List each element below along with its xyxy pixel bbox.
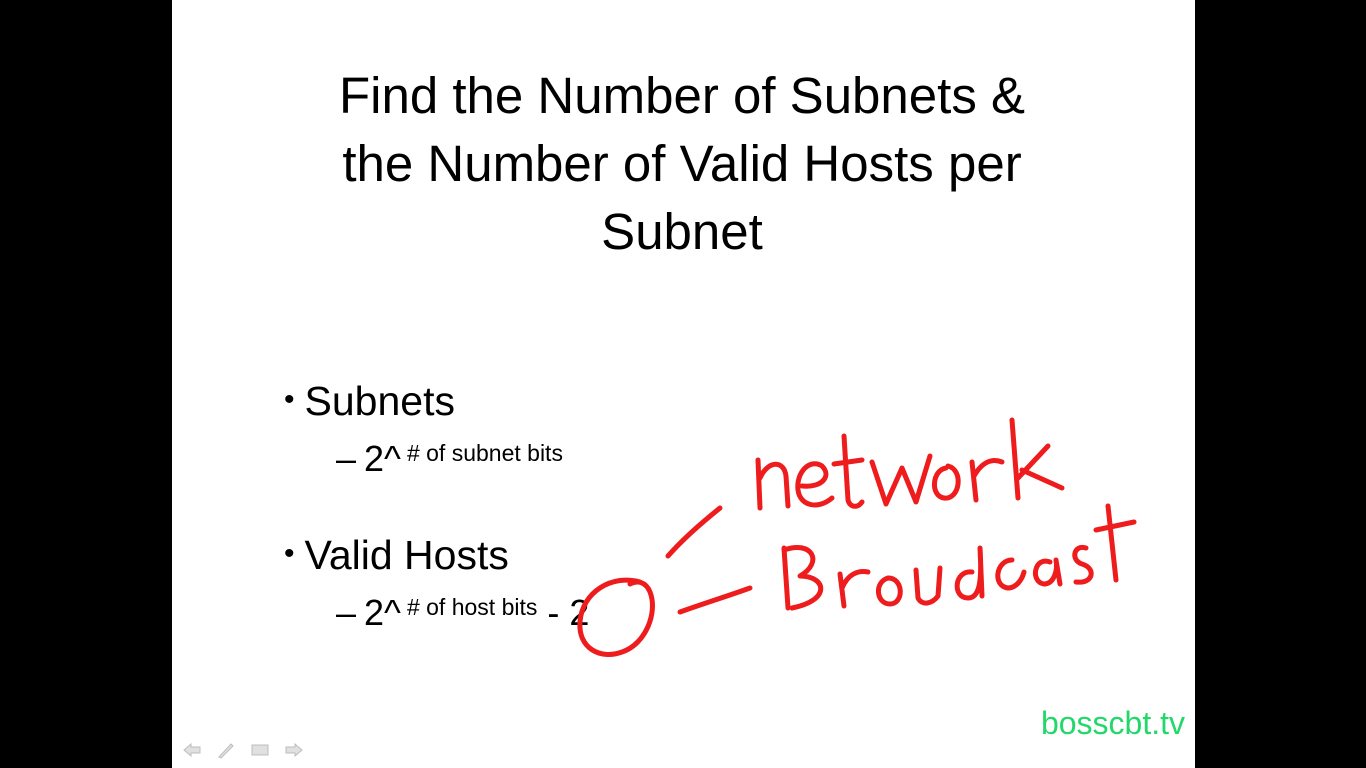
bullet-valid-hosts: • Valid Hosts — [284, 532, 509, 579]
bullet-subnets: • Subnets — [284, 378, 455, 425]
formula-minus-two: - 2 — [547, 592, 590, 633]
bullet-label: Subnets — [304, 378, 455, 424]
formula-exponent: # of host bits — [406, 594, 538, 620]
pen-icon[interactable] — [216, 740, 236, 760]
slide-nav-controls — [182, 740, 304, 760]
title-line: the Number of Valid Hosts per — [342, 135, 1022, 192]
subnets-formula: –2^# of subnet bits — [336, 438, 563, 480]
bullet-label: Valid Hosts — [304, 532, 509, 578]
presentation-slide: Find the Number of Subnets & the Number … — [172, 0, 1195, 768]
bullet-dot: • — [284, 383, 295, 416]
previous-icon[interactable] — [182, 740, 202, 760]
ink-word-broadcast — [781, 503, 1137, 611]
leader-line-broadcast — [677, 585, 753, 615]
formula-base: 2^ — [364, 592, 401, 633]
ink-strokes — [577, 417, 1137, 657]
slide-title: Find the Number of Subnets & the Number … — [232, 62, 1132, 266]
ink-word-network — [755, 417, 1065, 511]
title-line: Subnet — [601, 203, 763, 260]
title-line: Find the Number of Subnets & — [338, 67, 1026, 124]
sub-bullet-dash: – — [336, 438, 357, 479]
bullet-dot: • — [284, 537, 295, 570]
circle-around-minus-two — [577, 577, 655, 657]
formula-exponent: # of subnet bits — [406, 440, 563, 466]
hosts-formula: –2^# of host bits - 2 — [336, 592, 589, 634]
formula-base: 2^ — [364, 438, 401, 479]
watermark: bosscbt.tv — [1040, 705, 1185, 741]
sub-bullet-dash: – — [336, 592, 357, 633]
menu-icon[interactable] — [250, 740, 270, 760]
next-icon[interactable] — [284, 740, 304, 760]
leader-line-network — [665, 505, 723, 559]
